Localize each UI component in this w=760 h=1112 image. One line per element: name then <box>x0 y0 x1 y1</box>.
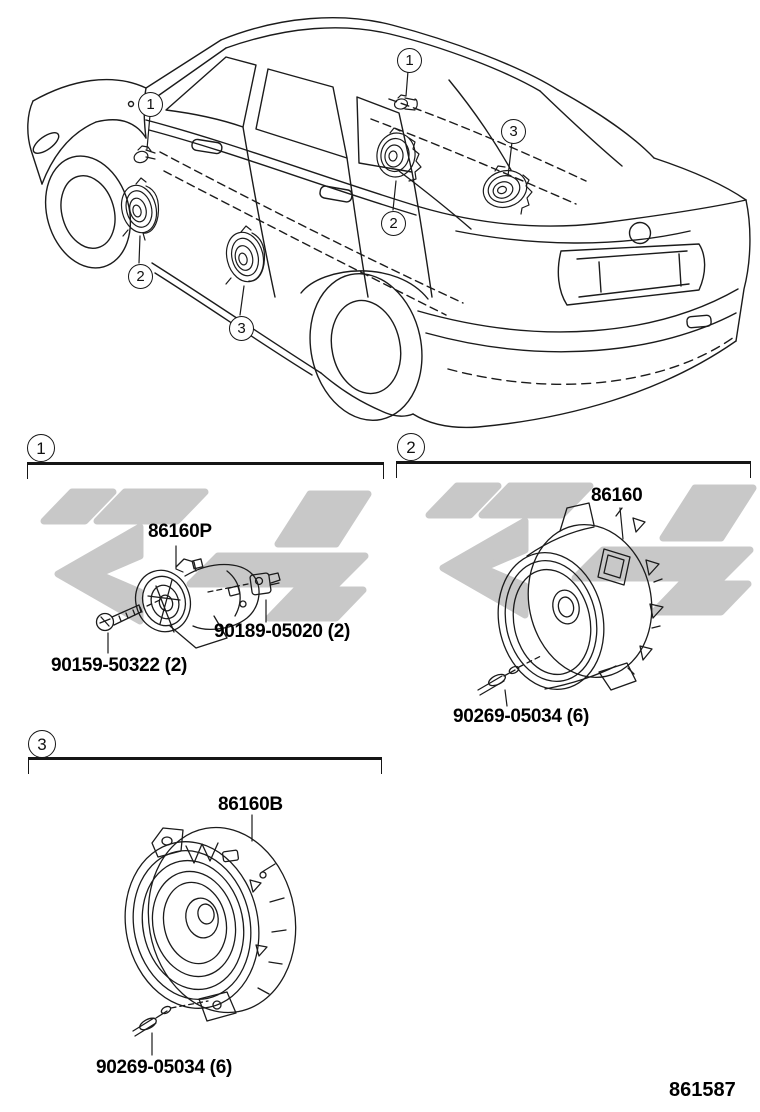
part-number-90189-05020[interactable]: 90189-05020 (2) <box>214 621 350 642</box>
car-callout-front-speaker[interactable]: 2 <box>128 264 153 289</box>
section-1-art <box>95 545 281 654</box>
callout-number: 3 <box>509 123 518 140</box>
callout-number: 2 <box>389 215 398 232</box>
part-number-90269-05034-s3[interactable]: 90269-05034 (6) <box>96 1057 232 1078</box>
callout-number: 1 <box>405 52 414 69</box>
callout-number: 3 <box>237 320 246 337</box>
callout-number: 1 <box>146 96 155 113</box>
section-3-bracket <box>28 757 382 774</box>
car-callout-deck-speaker-right[interactable]: 3 <box>501 119 526 144</box>
section-1-bracket <box>27 462 384 479</box>
section-3-art <box>124 814 297 1056</box>
car-callout-front-tweeter[interactable]: 1 <box>138 92 163 117</box>
section-number: 3 <box>37 734 47 754</box>
part-number-90159-50322[interactable]: 90159-50322 (2) <box>51 655 187 676</box>
car-callout-deck-tweeter[interactable]: 1 <box>397 48 422 73</box>
section-1-number[interactable]: 1 <box>27 434 55 462</box>
section-number: 2 <box>406 437 416 457</box>
section-3-number[interactable]: 3 <box>28 730 56 758</box>
section-number: 1 <box>36 438 46 458</box>
part-number-86160p[interactable]: 86160P <box>148 521 212 542</box>
callout-number: 2 <box>136 268 145 285</box>
part-number-86160b[interactable]: 86160B <box>218 794 283 815</box>
car-illustration <box>27 17 751 429</box>
section-2-art <box>477 502 664 707</box>
section-2-number[interactable]: 2 <box>397 433 425 461</box>
section-2-bracket <box>396 461 751 478</box>
car-callout-rear-door-speaker[interactable]: 3 <box>229 316 254 341</box>
car-callout-deck-speaker-left[interactable]: 2 <box>381 211 406 236</box>
part-number-90269-05034-s2[interactable]: 90269-05034 (6) <box>453 706 589 727</box>
figure-number: 861587 <box>669 1079 736 1101</box>
part-number-86160[interactable]: 86160 <box>591 485 643 506</box>
watermark-logo <box>40 482 757 625</box>
